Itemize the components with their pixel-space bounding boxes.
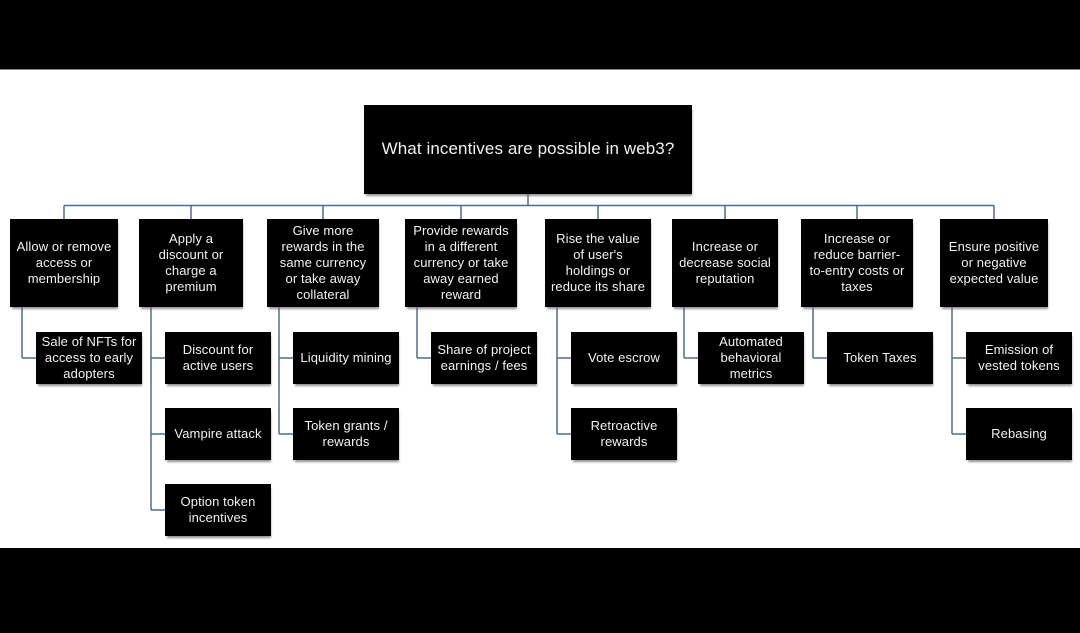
branch-node: Increase or reduce barrier-to-entry cost… [801, 219, 913, 307]
leaf-node-label: Liquidity mining [300, 350, 392, 366]
branch-node: Rise the value of user's holdings or red… [545, 219, 651, 307]
leaf-node: Vote escrow [571, 332, 677, 384]
leaf-node: Share of project earnings / fees [431, 332, 537, 384]
branch-node: Increase or decrease social reputation [672, 219, 778, 307]
leaf-node-label: Option token incentives [180, 494, 256, 525]
leaf-node-label: Share of project earnings / fees [437, 342, 531, 373]
leaf-node: Emission of vested tokens [966, 332, 1072, 384]
leaf-node-label: Vampire attack [174, 426, 262, 442]
bottom-letterbox-bar [0, 548, 1080, 633]
branch-node: Provide rewards in a different currency … [405, 219, 517, 307]
leaf-node-label: Emission of vested tokens [978, 342, 1060, 373]
leaf-node-label: Retroactive rewards [590, 418, 658, 449]
leaf-node-label: Vote escrow [588, 350, 660, 366]
leaf-node: Token grants / rewards [293, 408, 399, 460]
leaf-node: Sale of NFTs for access to early adopter… [36, 332, 142, 384]
branch-node-label: Ensure positive or negative expected val… [948, 239, 1040, 286]
branch-node: Allow or remove access or membership [10, 219, 118, 307]
branch-node: Give more rewards in the same currency o… [267, 219, 379, 307]
branch-node: Apply a discount or charge a premium [139, 219, 243, 307]
branch-node-label: Give more rewards in the same currency o… [279, 223, 367, 302]
leaf-node-label: Sale of NFTs for access to early adopter… [41, 334, 137, 381]
leaf-node-label: Discount for active users [182, 342, 254, 373]
leaf-node-label: Token grants / rewards [304, 418, 388, 449]
branch-node-label: Rise the value of user's holdings or red… [550, 231, 646, 294]
leaf-node: Automated behavioral metrics [698, 332, 804, 384]
top-letterbox-bar [0, 0, 1080, 70]
leaf-node: Rebasing [966, 408, 1072, 460]
leaf-node-label: Automated behavioral metrics [719, 334, 783, 381]
leaf-node: Retroactive rewards [571, 408, 677, 460]
branch-node-label: Provide rewards in a different currency … [413, 223, 509, 302]
branch-node-label: Allow or remove access or membership [16, 239, 112, 286]
leaf-node: Option token incentives [165, 484, 271, 536]
root-node-label: What incentives are possible in web3? [381, 139, 675, 159]
leaf-node: Liquidity mining [293, 332, 399, 384]
branch-node: Ensure positive or negative expected val… [940, 219, 1048, 307]
leaf-node: Token Taxes [827, 332, 933, 384]
root-node: What incentives are possible in web3? [364, 105, 692, 194]
leaf-node: Discount for active users [165, 332, 271, 384]
leaf-node: Vampire attack [165, 408, 271, 460]
branch-node-label: Increase or reduce barrier-to-entry cost… [809, 231, 905, 294]
branch-node-label: Increase or decrease social reputation [679, 239, 771, 286]
branch-node-label: Apply a discount or charge a premium [158, 231, 224, 294]
leaf-node-label: Rebasing [991, 426, 1047, 442]
leaf-node-label: Token Taxes [843, 350, 917, 366]
